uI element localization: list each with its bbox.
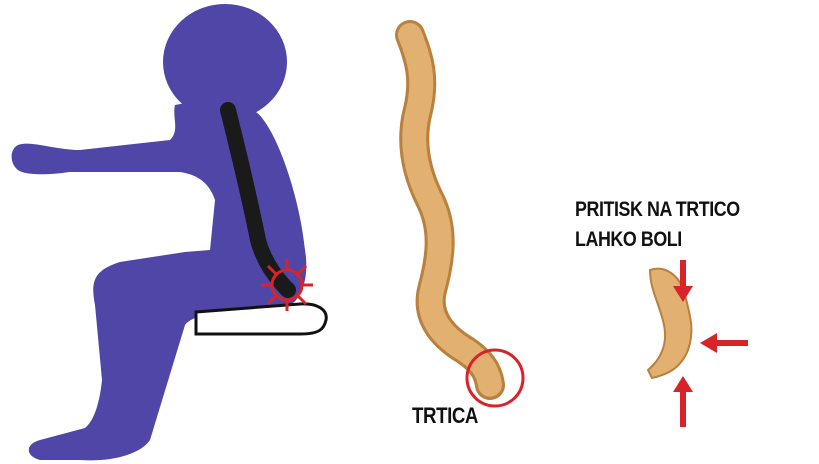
pressure-arrow-right-icon [700,333,748,353]
seated-figure-illustration [0,0,340,464]
figure-body [12,102,307,460]
coccyx-closeup-illustration [560,190,800,440]
coccyx-label: TRTICA [412,403,478,429]
pressure-arrow-bottom-icon [673,376,693,427]
spine-illustration [370,20,540,420]
